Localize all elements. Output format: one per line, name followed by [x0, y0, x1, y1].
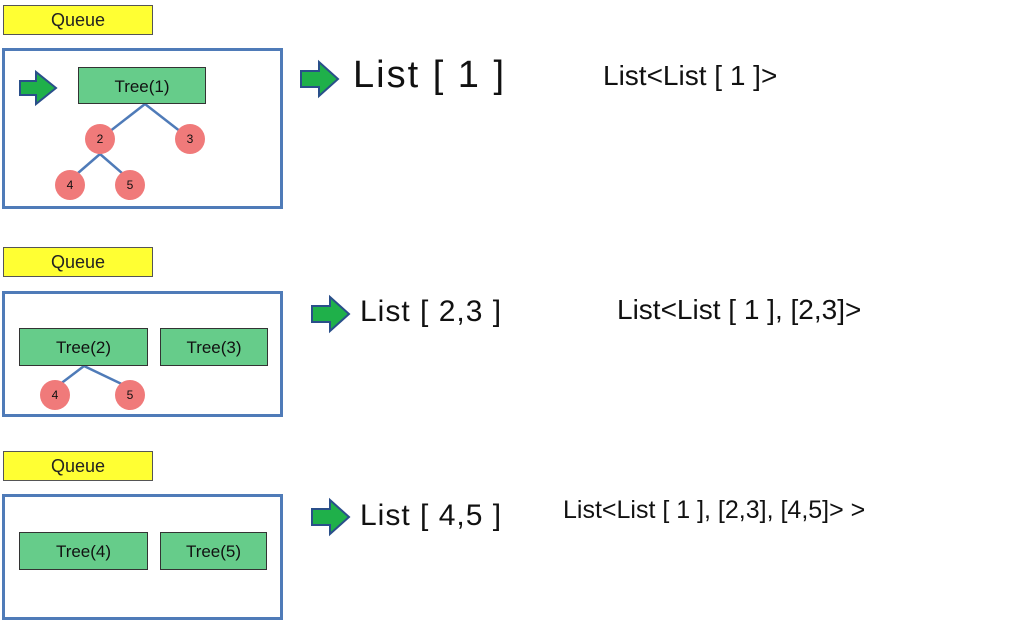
right-arrow-icon [300, 59, 340, 99]
tree-node: 4 [55, 170, 85, 200]
output-list: List [ 4,5 ] [360, 499, 503, 532]
tree-box: Tree(3) [160, 328, 268, 366]
result-list: List<List [ 1 ], [2,3], [4,5]> > [563, 496, 866, 524]
result-list: List<List [ 1 ]> [603, 60, 778, 91]
right-arrow-icon [311, 294, 351, 334]
queue-label: Queue [3, 247, 153, 277]
right-arrow-icon [19, 69, 58, 107]
queue-panel [2, 494, 283, 620]
output-list: List [ 2,3 ] [360, 295, 503, 328]
queue-label: Queue [3, 451, 153, 481]
tree-box: Tree(2) [19, 328, 148, 366]
tree-node: 2 [85, 124, 115, 154]
tree-box: Tree(4) [19, 532, 148, 570]
right-arrow-icon [311, 497, 351, 537]
queue-panel [2, 48, 283, 209]
tree-box: Tree(5) [160, 532, 267, 570]
tree-box: Tree(1) [78, 67, 206, 104]
tree-node: 3 [175, 124, 205, 154]
queue-label: Queue [3, 5, 153, 35]
output-list: List [ 1 ] [353, 54, 507, 96]
tree-node: 5 [115, 380, 145, 410]
tree-node: 4 [40, 380, 70, 410]
queue-panel [2, 291, 283, 417]
result-list: List<List [ 1 ], [2,3]> [617, 294, 862, 325]
tree-node: 5 [115, 170, 145, 200]
